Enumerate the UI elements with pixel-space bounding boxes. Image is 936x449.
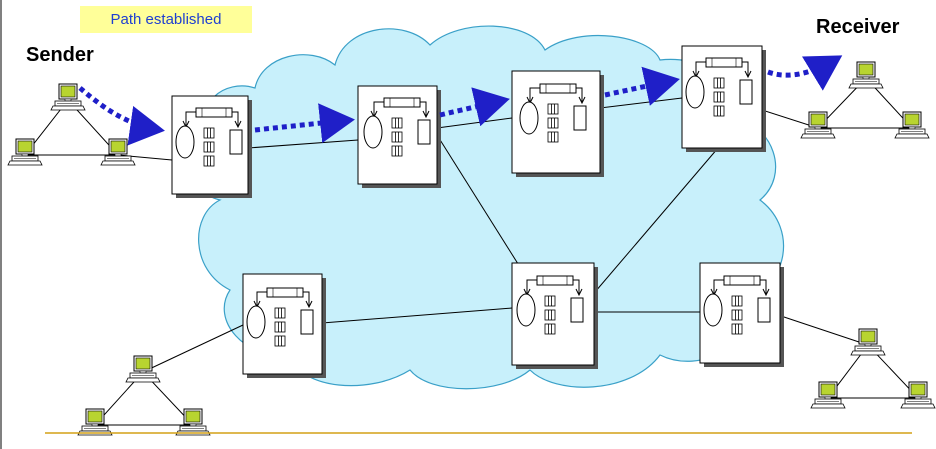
receiver-label: Receiver [816, 16, 900, 38]
link-r5-r6 [321, 307, 513, 324]
sender-lan-triangle [23, 99, 120, 156]
link-r4-r6 [594, 147, 719, 293]
computer-icon[interactable] [7, 138, 43, 166]
path-arrow-r1-r2 [254, 103, 355, 144]
router-lower-right[interactable] [699, 262, 784, 367]
computer-icon[interactable] [100, 138, 136, 166]
link-r7-lower-right-lan [777, 314, 869, 346]
sender-hosts [7, 83, 136, 166]
link-r2-r6 [436, 134, 526, 276]
link-lower-left-lan-r5 [142, 324, 244, 373]
computer-icon[interactable] [77, 408, 113, 436]
router-core-2[interactable] [511, 70, 604, 177]
sender-computer-icon[interactable] [50, 83, 86, 111]
router-lower-center[interactable] [511, 262, 598, 369]
receiver-hosts [800, 61, 930, 139]
lower-left-hosts [77, 355, 211, 436]
router-core-1[interactable] [357, 85, 441, 188]
sender-label: Sender [26, 44, 94, 66]
path-arrow-sender-r1 [78, 86, 165, 146]
receiver-computer-icon[interactable] [848, 61, 884, 89]
router-sender-edge[interactable] [171, 95, 252, 198]
computer-icon[interactable] [850, 328, 886, 356]
router-receiver-edge[interactable] [681, 45, 766, 152]
lower-right-hosts [810, 328, 936, 409]
computer-icon[interactable] [810, 381, 846, 409]
status-banner: Path established [80, 6, 252, 33]
receiver-lan-triangle [816, 77, 914, 129]
computer-icon[interactable] [894, 111, 930, 139]
lower-left-lan-triangle [93, 371, 195, 426]
lower-right-lan-triangle [826, 344, 920, 399]
path-arrow-r2-r3 [439, 87, 510, 127]
path-arrow-r4-receiver [767, 55, 843, 91]
computer-icon[interactable] [125, 355, 161, 383]
router-lower-left[interactable] [242, 273, 326, 378]
path-arrow-r3-r4 [604, 66, 680, 106]
